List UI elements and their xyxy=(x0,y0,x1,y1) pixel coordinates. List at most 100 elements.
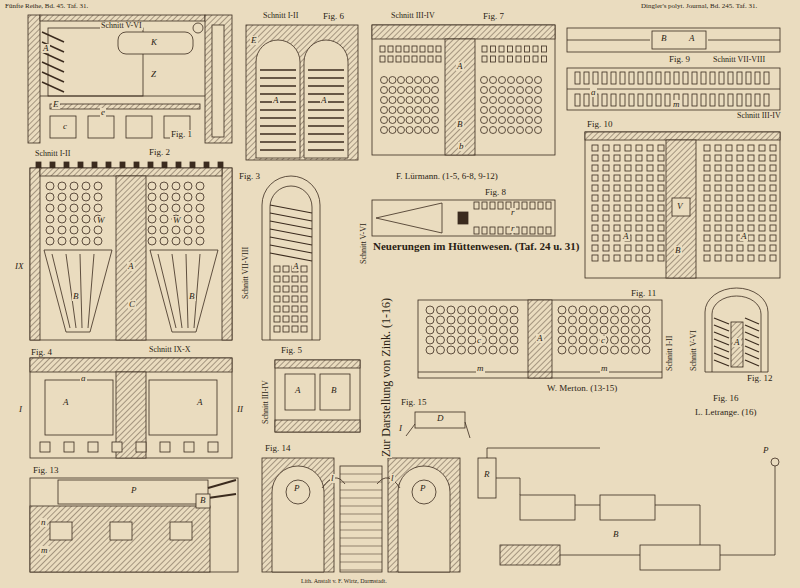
retort-cell xyxy=(636,235,642,241)
axis-line xyxy=(567,40,650,41)
retort-cell xyxy=(704,205,710,211)
chamber xyxy=(149,380,217,435)
retort-mouth xyxy=(406,77,413,84)
plate-note: Fünfte Reihe, Bd. 45. Taf. 31. xyxy=(4,3,89,10)
retort-mouth xyxy=(508,107,515,114)
retort-mouth xyxy=(642,306,650,314)
grate-bar xyxy=(194,254,200,328)
part-letter: P xyxy=(293,484,301,493)
retort-cell xyxy=(658,165,664,171)
retort-mouth xyxy=(590,346,598,354)
retort-mouth xyxy=(184,226,192,234)
retort-mouth xyxy=(642,316,650,324)
retort-mouth xyxy=(437,306,445,314)
retort-mouth xyxy=(58,215,66,223)
retort-cell xyxy=(770,245,776,251)
retort-cell xyxy=(592,205,598,211)
retort-cell xyxy=(603,235,609,241)
tower-outline xyxy=(705,288,768,372)
retort-cell xyxy=(301,276,307,282)
part-letter: e xyxy=(100,108,106,117)
retort-mouth xyxy=(611,306,619,314)
retort-cell xyxy=(704,225,710,231)
retort-mouth xyxy=(508,117,515,124)
figure-number: Fig. 16 xyxy=(712,394,740,403)
part-letter: a xyxy=(80,374,87,383)
hatched-wall xyxy=(262,458,334,572)
pipe-line xyxy=(487,448,600,458)
retort-cell xyxy=(658,155,664,161)
retort-cell xyxy=(575,72,580,84)
retort-cell xyxy=(603,165,609,171)
support xyxy=(134,162,139,168)
retort-mouth xyxy=(196,204,204,212)
retort-cell xyxy=(647,195,653,201)
retort-mouth xyxy=(184,182,192,190)
retort-cell xyxy=(770,255,776,261)
retort-cell xyxy=(636,175,642,181)
retort-mouth xyxy=(184,204,192,212)
tank xyxy=(640,545,720,570)
retort-cell xyxy=(770,145,776,151)
masonry xyxy=(585,132,780,278)
retort-mouth xyxy=(468,346,476,354)
retort-cell xyxy=(647,155,653,161)
retort-mouth xyxy=(621,336,629,344)
retort-cell xyxy=(380,46,385,52)
retort-cell xyxy=(748,155,754,161)
retort-mouth xyxy=(426,346,434,354)
coil xyxy=(714,325,729,331)
retort-cell xyxy=(715,195,721,201)
retort-cell xyxy=(274,296,280,302)
retort-mouth xyxy=(579,336,587,344)
retort-mouth xyxy=(58,193,66,201)
retort-cell xyxy=(759,215,765,221)
furnace-outline xyxy=(30,168,232,340)
retort-cell xyxy=(704,195,710,201)
retort-mouth xyxy=(600,316,608,324)
retort-cell xyxy=(283,326,289,332)
coil xyxy=(270,229,312,237)
retort-cell xyxy=(658,215,664,221)
retort-mouth xyxy=(500,316,508,324)
retort-mouth xyxy=(415,117,422,124)
retort-mouth xyxy=(500,336,508,344)
retort-cell xyxy=(490,202,495,209)
figure-number: Fig. 12 xyxy=(746,374,774,383)
retort-cell xyxy=(726,155,732,161)
retort xyxy=(260,109,296,110)
retort xyxy=(58,480,208,504)
retort-cell xyxy=(759,175,765,181)
retort-cell xyxy=(474,227,479,234)
masonry xyxy=(418,300,662,378)
retort-mouth xyxy=(398,127,405,134)
coil xyxy=(714,339,729,345)
retort-cell xyxy=(522,227,527,234)
part-letter: B xyxy=(660,34,668,43)
part-letter: B xyxy=(330,386,338,395)
retort-mouth xyxy=(70,237,78,245)
retort-cell xyxy=(726,215,732,221)
retort-cell xyxy=(748,245,754,251)
brick-course xyxy=(340,498,382,499)
retort-cell xyxy=(625,175,631,181)
retort-mouth xyxy=(406,87,413,94)
retort-cell xyxy=(283,266,289,272)
brick-course xyxy=(340,474,382,475)
part-letter: b xyxy=(458,142,465,151)
retort-mouth xyxy=(196,226,204,234)
retort-mouth xyxy=(499,97,506,104)
retort-cell xyxy=(602,94,607,106)
retort xyxy=(308,85,344,86)
retort-cell xyxy=(396,56,401,62)
retort-mouth xyxy=(172,226,180,234)
retort-cell xyxy=(770,235,776,241)
retort-mouth xyxy=(381,107,388,114)
retort-cell xyxy=(522,202,527,209)
part-letter: R xyxy=(483,470,491,479)
retort-mouth xyxy=(611,336,619,344)
retort-cell xyxy=(710,72,715,84)
retort-cell xyxy=(636,145,642,151)
chamber xyxy=(304,40,348,158)
retort-mouth xyxy=(517,117,524,124)
